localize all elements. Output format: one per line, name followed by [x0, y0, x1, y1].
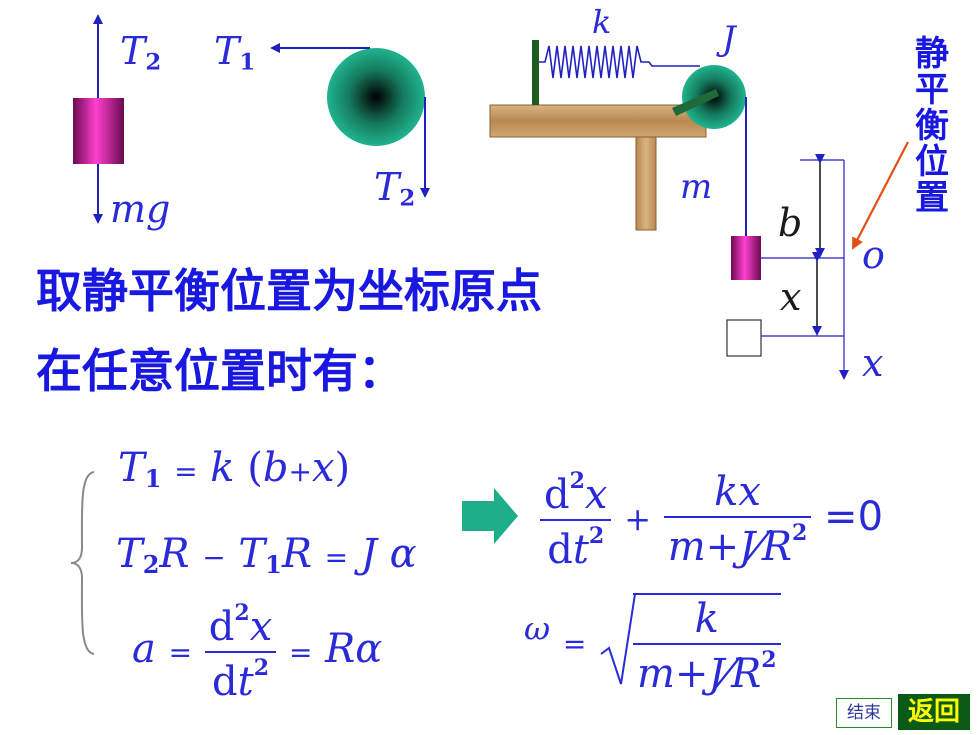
label-k: k — [592, 3, 612, 41]
end-button[interactable]: 结束 — [836, 698, 892, 728]
hanging-mass-fbd — [73, 98, 124, 164]
wall-post — [532, 40, 539, 105]
displaced-mass — [726, 319, 762, 357]
equilibrium-pointer-arrow — [852, 141, 909, 250]
label-x-axis: x — [862, 341, 884, 385]
label-b: b — [778, 201, 803, 245]
equation-2: T2R − T1R = J α — [116, 531, 417, 579]
sqrt-sign-icon — [599, 592, 639, 695]
implies-arrow-icon — [462, 488, 518, 544]
label-origin-o: o — [862, 233, 885, 277]
derivative-fraction: d2x dt2 — [204, 602, 277, 702]
result-equation: d2x dt2 + kx m+J⁄R2 =0 — [540, 470, 883, 570]
table-leg — [635, 136, 657, 231]
label-x-displacement: x — [780, 275, 802, 319]
label-mg: mg — [110, 187, 171, 231]
back-button[interactable]: 返回 — [898, 694, 970, 730]
text-line-origin: 取静平衡位置为坐标原点 — [36, 264, 542, 318]
label-m: m — [680, 167, 713, 207]
omega-equation: ω = k m+J⁄R2 — [524, 592, 781, 695]
spring — [539, 45, 700, 79]
label-t2-pulley: T2 — [374, 165, 416, 212]
equation-1: T1 = k (b+x) — [118, 445, 351, 493]
table-top — [489, 104, 707, 138]
label-t2: T2 — [120, 29, 162, 76]
result-derivative-fraction: d2x dt2 — [540, 470, 612, 570]
hanging-mass — [731, 236, 761, 280]
equation-brace — [70, 471, 95, 655]
omega-fraction: k m+J⁄R2 — [633, 593, 781, 694]
equation-3: a = d2x dt2 = Rα — [132, 600, 383, 705]
result-coefficient-fraction: kx m+J⁄R2 — [663, 472, 812, 567]
label-j: J — [722, 19, 736, 59]
pulley-bracket — [672, 89, 719, 116]
pulley-fbd — [327, 48, 425, 146]
text-line-any-position: 在任意位置时有： — [36, 344, 404, 398]
equilibrium-note: 静 平 衡 位 置 — [915, 34, 949, 218]
label-t1: T1 — [214, 29, 256, 76]
